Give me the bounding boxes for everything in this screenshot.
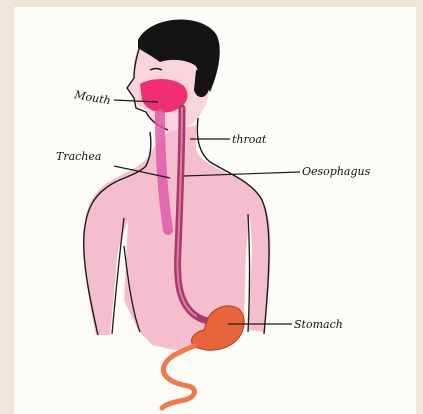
throat-label: throat [232,133,267,146]
intestine [162,346,194,408]
stomach-label: Stomach [294,318,343,331]
oesophagus-label: Oesophagus [302,165,371,178]
trachea-label: Trachea [56,150,101,163]
trachea-tube [160,114,168,230]
mouth-label: Mouth [72,88,111,107]
arm-right-inner [248,214,250,332]
